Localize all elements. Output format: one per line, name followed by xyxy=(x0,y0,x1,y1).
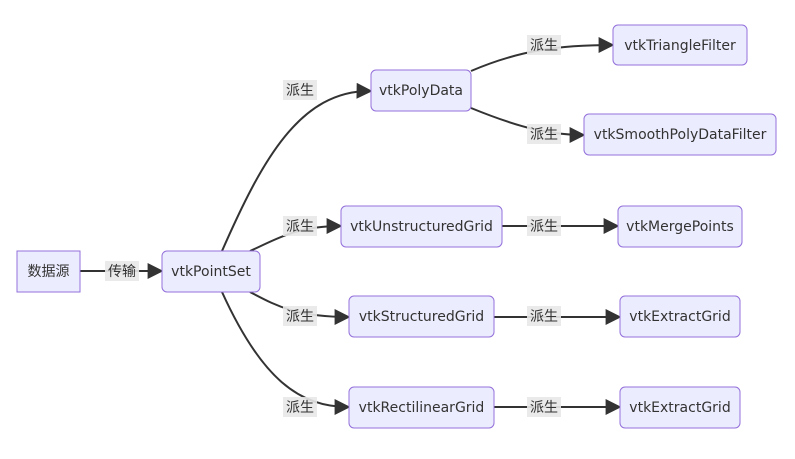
edge-pointset-to-rectilinear xyxy=(221,291,351,415)
node-label: vtkSmoothPolyDataFilter xyxy=(594,127,767,143)
node-trianglefilter: vtkTriangleFilter xyxy=(612,24,748,66)
node-label: vtkPolyData xyxy=(379,83,463,99)
edge-label-text: 派生 xyxy=(530,127,558,143)
edge-label-derive-unstructured: 派生 xyxy=(283,216,317,236)
edge-label-text: 派生 xyxy=(530,309,558,325)
node-polydata: vtkPolyData xyxy=(370,69,472,112)
node-label: vtkRectilinearGrid xyxy=(359,400,485,416)
node-label: vtkExtractGrid xyxy=(629,400,730,416)
edge-label-text: 派生 xyxy=(530,219,558,235)
node-label: vtkExtractGrid xyxy=(629,309,730,325)
edge-label-transmit: 传输 xyxy=(105,261,139,281)
node-label: vtkTriangleFilter xyxy=(624,38,736,54)
edge-label-derive-mergepoints: 派生 xyxy=(527,216,561,236)
node-label: vtkMergePoints xyxy=(626,219,734,235)
node-extractgrid-1: vtkExtractGrid xyxy=(619,295,741,338)
edge-label-text: 派生 xyxy=(286,309,314,325)
node-extractgrid-2: vtkExtractGrid xyxy=(619,386,741,429)
edge-label-derive-extractgrid-2: 派生 xyxy=(527,397,561,417)
node-rectilineargrid: vtkRectilinearGrid xyxy=(348,386,495,429)
edge-label-text: 派生 xyxy=(286,219,314,235)
node-mergepoints: vtkMergePoints xyxy=(617,205,743,248)
node-source: 数据源 xyxy=(16,250,81,293)
edge-label-text: 传输 xyxy=(108,264,136,280)
edge-pointset-to-polydata xyxy=(221,82,373,252)
node-label: vtkStructuredGrid xyxy=(359,309,484,325)
edge-label-derive-rectilinear: 派生 xyxy=(283,397,317,417)
edge-label-text: 派生 xyxy=(530,400,558,416)
edge-label-derive-smoothfilter: 派生 xyxy=(527,124,561,144)
edge-label-derive-trianglefilter: 派生 xyxy=(527,35,561,55)
edge-label-text: 派生 xyxy=(286,83,314,99)
node-smoothpolydatafilter: vtkSmoothPolyDataFilter xyxy=(583,113,777,156)
edge-labels: 传输 派生 派生 派生 派生 派生 派生 派生 xyxy=(105,35,561,417)
edge-label-text: 派生 xyxy=(530,38,558,54)
edge-label-derive-extractgrid-1: 派生 xyxy=(527,306,561,326)
node-unstructuredgrid: vtkUnstructuredGrid xyxy=(340,205,503,248)
node-label: vtkUnstructuredGrid xyxy=(350,219,493,235)
node-label: vtkPointSet xyxy=(171,264,251,280)
nodes: 数据源 vtkPointSet vtkPolyData vtkUnstructu… xyxy=(16,24,777,429)
node-pointset: vtkPointSet xyxy=(161,250,261,293)
node-structuredgrid: vtkStructuredGrid xyxy=(348,295,495,338)
edge-label-text: 派生 xyxy=(286,400,314,416)
edge-label-derive-structured: 派生 xyxy=(283,306,317,326)
edge-label-derive-polydata: 派生 xyxy=(283,80,317,100)
node-label: 数据源 xyxy=(28,264,70,280)
